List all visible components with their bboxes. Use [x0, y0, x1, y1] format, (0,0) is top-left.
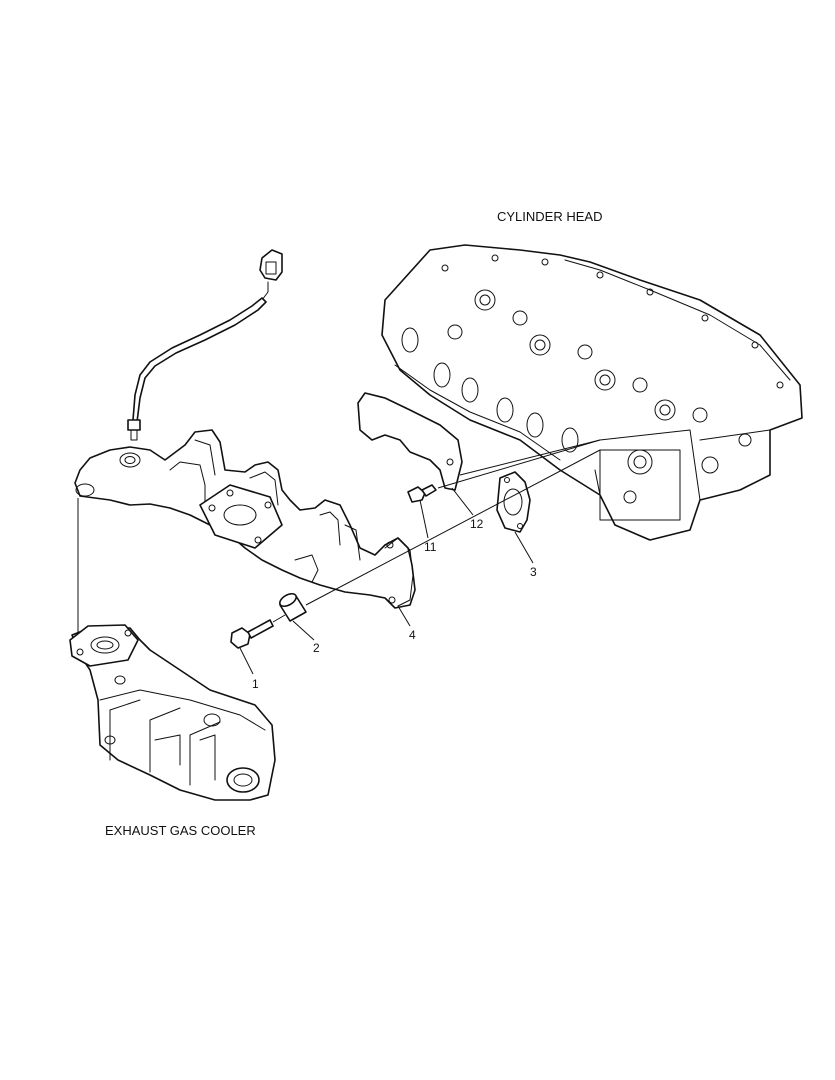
spacer-2: [279, 592, 307, 622]
exhaust-manifold: [74, 429, 416, 609]
callout-leaders: [239, 487, 534, 675]
bolt-1: [230, 619, 274, 649]
gasket: [496, 471, 531, 533]
exhaust-gas-cooler: [69, 624, 276, 801]
heat-shield-gasket: [357, 392, 463, 491]
cylinder-head-label: CYLINDER HEAD: [497, 209, 602, 224]
alignment-lines: [77, 439, 601, 632]
callout-11: 11: [424, 540, 437, 554]
cylinder-head: [381, 244, 803, 541]
callout-1: 1: [252, 677, 259, 691]
exhaust-gas-cooler-label: EXHAUST GAS COOLER: [105, 823, 256, 838]
bolt-11: [407, 484, 437, 503]
temperature-sensor: [127, 249, 283, 441]
callout-12: 12: [470, 517, 484, 531]
callout-2: 2: [313, 641, 320, 655]
callout-3: 3: [530, 565, 537, 579]
callout-4: 4: [409, 628, 416, 642]
